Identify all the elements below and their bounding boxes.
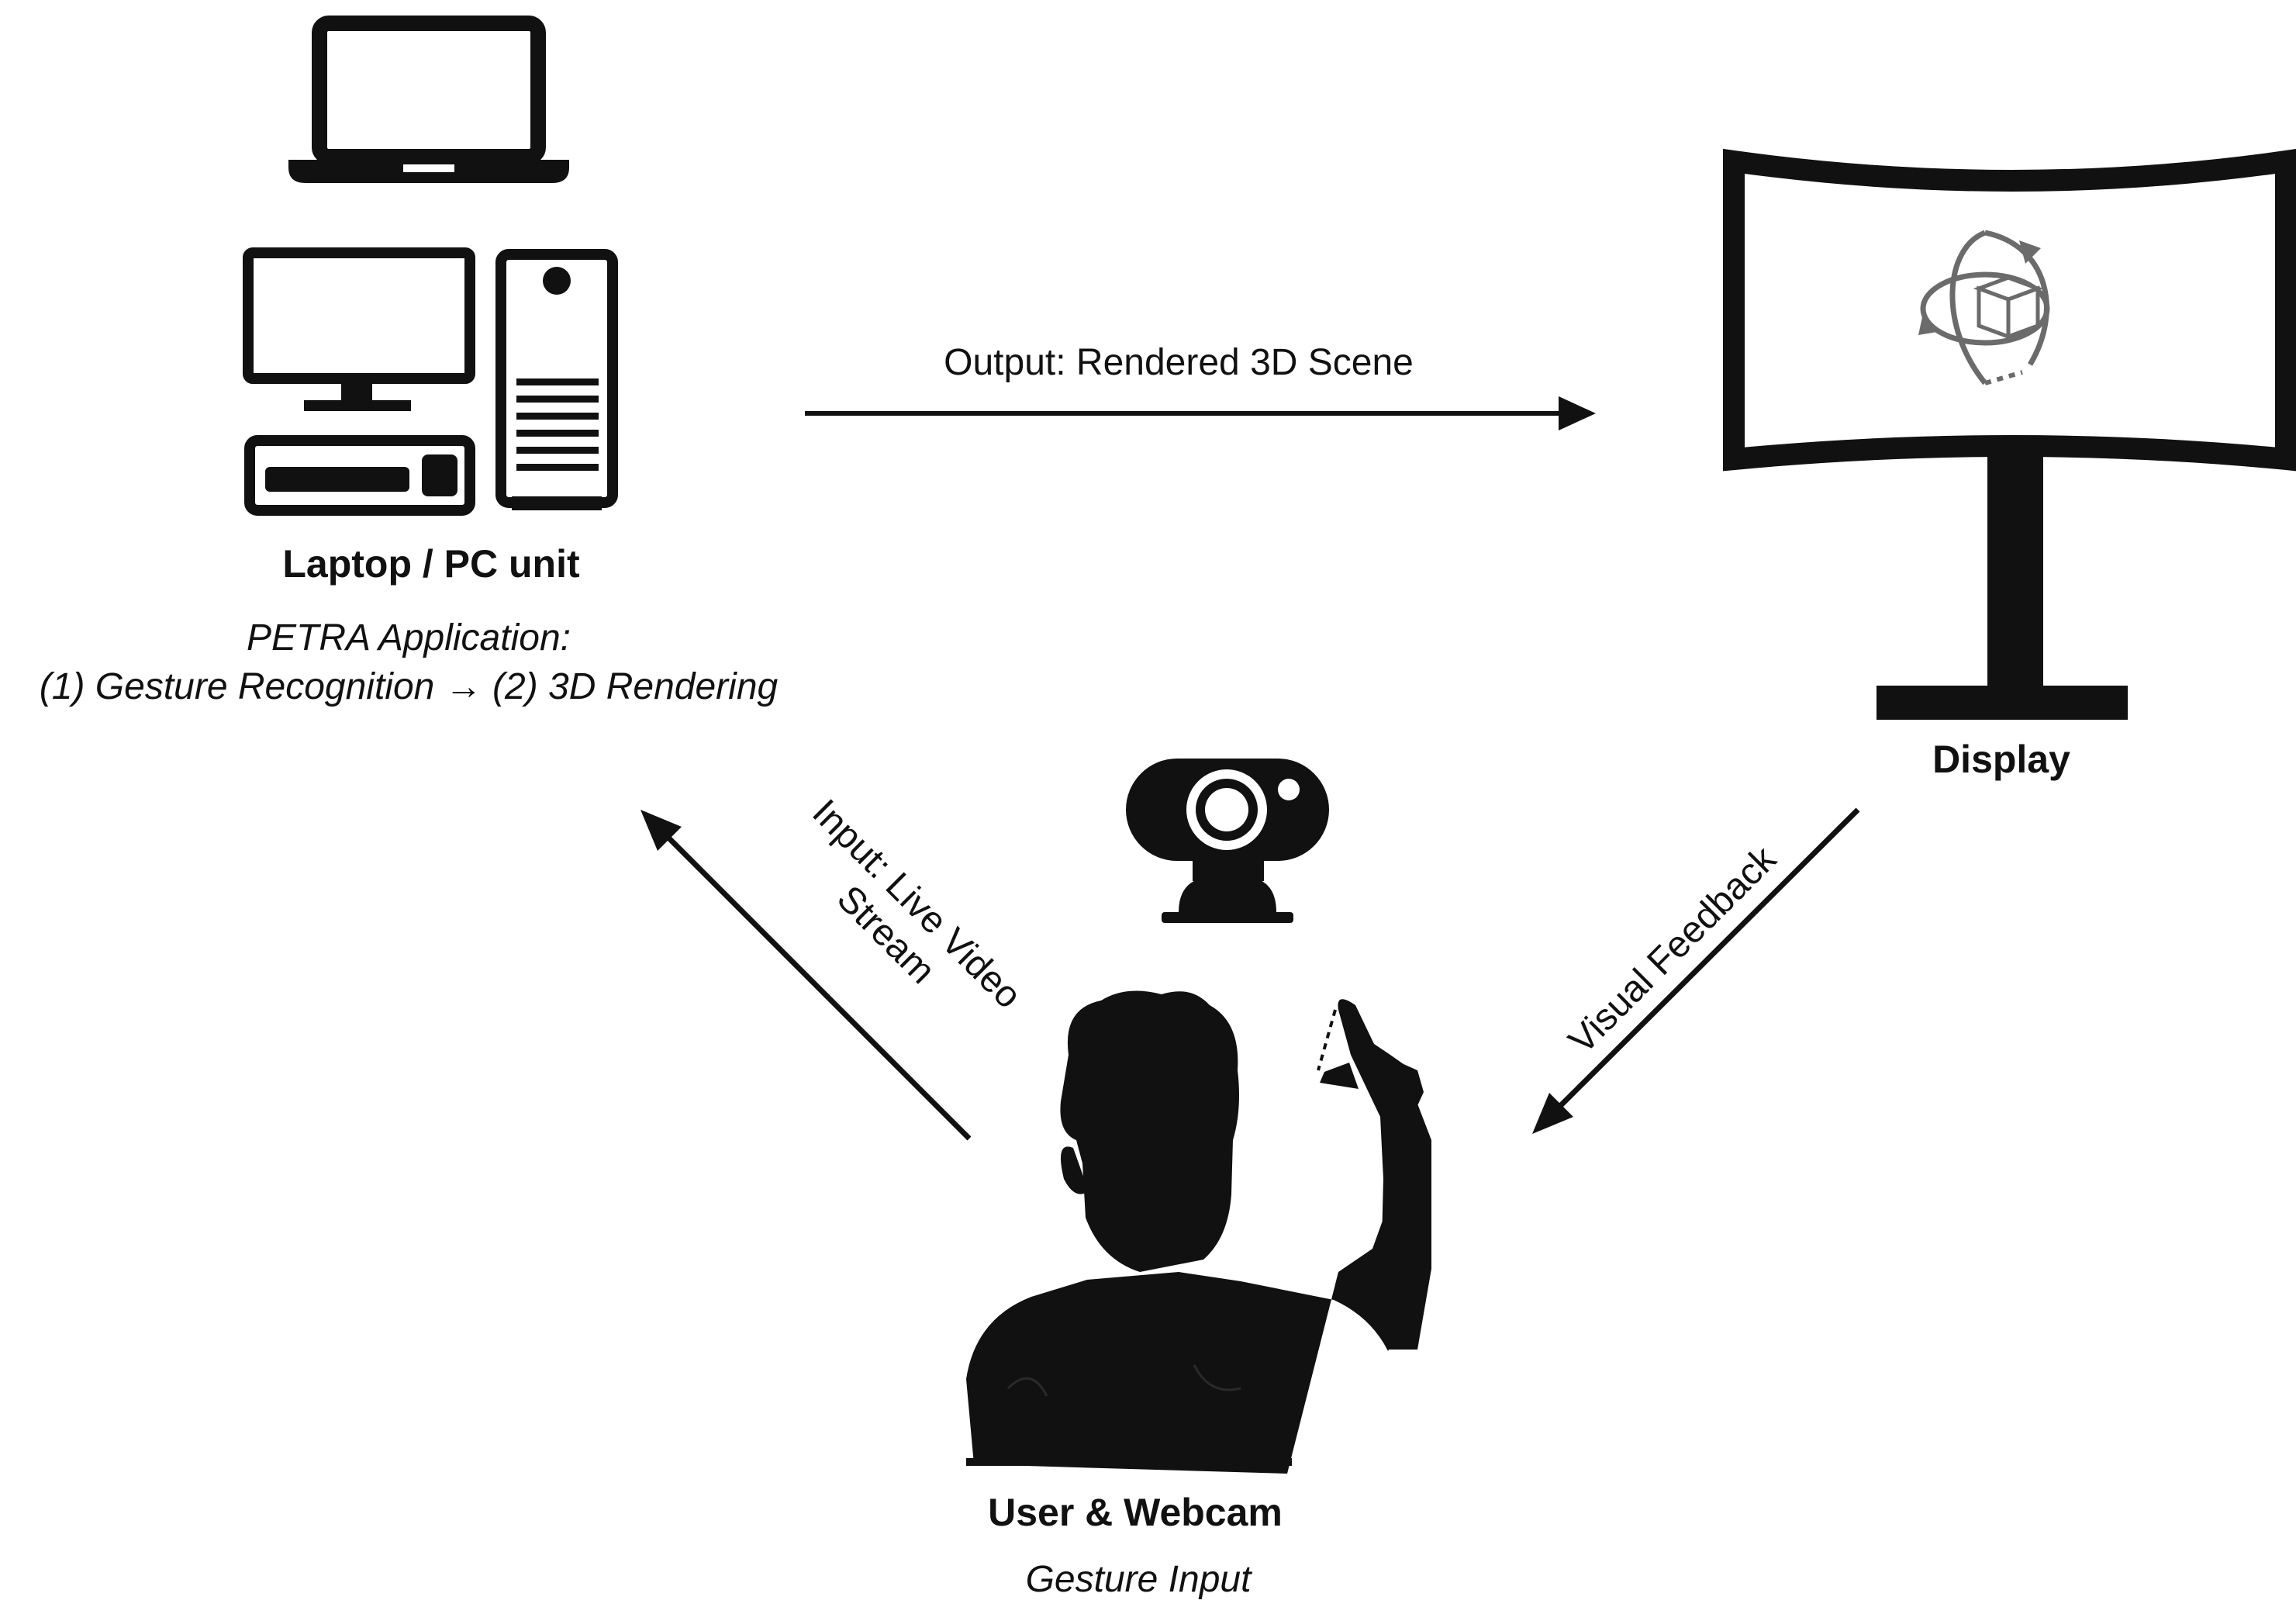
child-user-silhouette-icon — [966, 990, 1431, 1474]
input-arrow — [640, 810, 972, 1141]
feedback-label: Visual Feedback — [1561, 838, 1784, 1061]
laptop-icon — [288, 16, 569, 183]
display-title: Display — [1932, 738, 2070, 781]
rotating-3d-cube-icon — [1918, 230, 2050, 385]
feedback-arrow — [1532, 807, 1860, 1134]
pc-subtitle-line1: PETRA Application: — [247, 617, 571, 658]
pc-title: Laptop / PC unit — [282, 542, 580, 586]
curved-monitor-icon — [1723, 148, 2296, 720]
user-subtitle: Gesture Input — [1026, 1559, 1253, 1600]
desktop-pc-icon — [243, 247, 618, 516]
webcam-icon — [1126, 759, 1329, 923]
output-arrow — [805, 396, 1596, 430]
user-title: User & Webcam — [988, 1491, 1283, 1534]
output-label: Output: Rendered 3D Scene — [944, 342, 1414, 383]
pc-subtitle-line2: (1) Gesture Recognition → (2) 3D Renderi… — [40, 666, 779, 707]
